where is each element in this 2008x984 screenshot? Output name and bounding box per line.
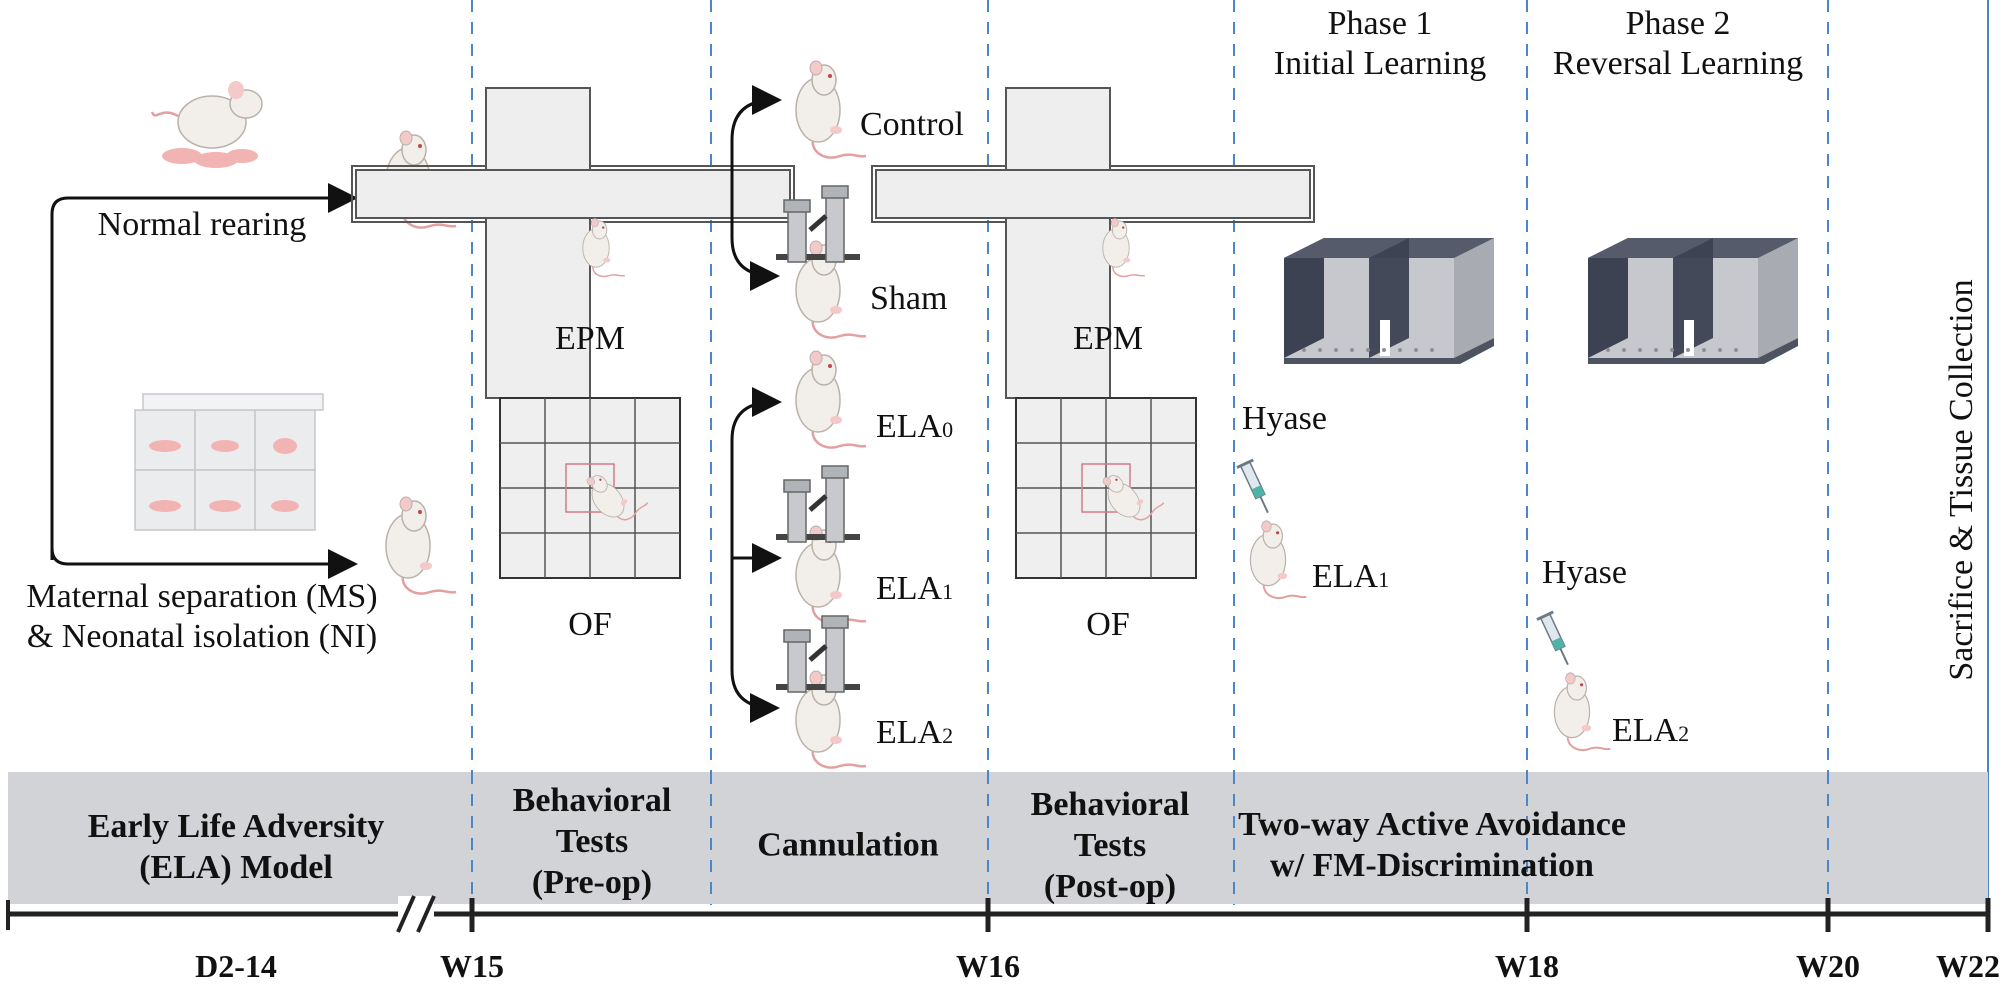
ela2-phase2-label: ELA2: [1612, 712, 1690, 749]
open-field-pre-icon: [499, 397, 681, 579]
band-cannulation: Cannulation: [757, 826, 939, 864]
rat-icon-ela: [384, 495, 458, 595]
of-post-label: OF: [1086, 606, 1130, 643]
normal-rearing-label: Normal rearing: [97, 206, 307, 243]
ms-label: Maternal separation (MS): [26, 578, 378, 615]
ela1-phase1-label: ELA1: [1312, 558, 1390, 595]
band-ela-model: Early Life Adversity(ELA) Model: [87, 808, 385, 886]
shuttle-box-phase2-icon: [1588, 238, 1798, 364]
rat-icon-hyase-ela1: [1249, 519, 1308, 600]
ela2-label: ELA2: [876, 714, 954, 751]
hyase-label-phase1: Hyase: [1242, 400, 1327, 437]
mother-rat-icon: [150, 81, 263, 168]
control-label: Control: [860, 106, 964, 143]
hyase-label-phase2: Hyase: [1542, 554, 1627, 591]
epm-pre-label: EPM: [555, 320, 625, 357]
ela1-label: ELA1: [876, 570, 954, 607]
rat-icon-ela0: [794, 349, 868, 449]
cannulation-arrows: [730, 85, 782, 723]
open-field-post-icon: [1015, 397, 1197, 579]
stage-band: [8, 772, 1988, 904]
shuttle-box-phase1-icon: [1284, 238, 1494, 364]
rearing-arrows: [50, 183, 358, 579]
ela0-label: ELA0: [876, 408, 954, 445]
syringe-icon-phase1: [1235, 458, 1278, 518]
isolation-boxes-icon: [134, 393, 324, 531]
tick-w20: W20: [1796, 948, 1860, 984]
tick-d2-14: D2-14: [195, 948, 277, 984]
sacrifice-label: Sacrifice & Tissue Collection: [1943, 279, 1980, 681]
timeline-axis: [6, 895, 1991, 933]
ni-label: & Neonatal isolation (NI): [26, 618, 378, 655]
band-dividers: [471, 772, 1829, 904]
rat-icon-control: [794, 59, 868, 159]
tick-w16: W16: [956, 948, 1020, 984]
syringe-icon-phase2: [1535, 610, 1578, 670]
of-pre-label: OF: [568, 606, 612, 643]
rat-icon-hyase-ela2: [1553, 671, 1612, 752]
tick-w15: W15: [440, 948, 504, 984]
phase-dividers: [471, 0, 1829, 905]
tick-w18: W18: [1495, 948, 1559, 984]
sham-label: Sham: [870, 280, 948, 317]
tick-w22: W22: [1936, 948, 2000, 984]
axis-break-mark: [396, 895, 416, 933]
epm-post-label: EPM: [1073, 320, 1143, 357]
